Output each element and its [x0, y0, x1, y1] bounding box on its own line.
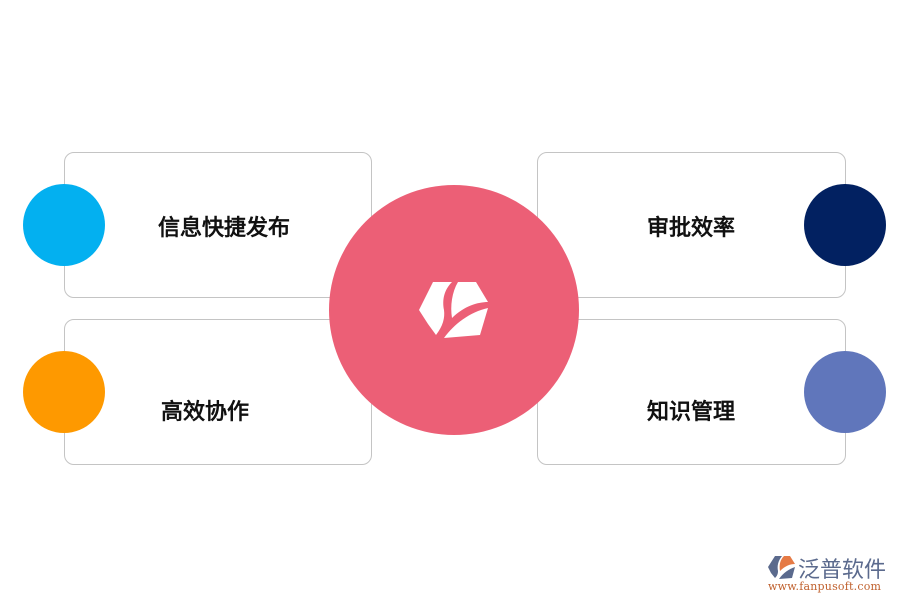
watermark-brand-name: 泛普软件 [798, 558, 887, 583]
card-knowledge-management [537, 319, 846, 465]
center-hub [329, 185, 579, 435]
dot-orange [23, 351, 105, 433]
label-collaboration: 高效协作 [161, 400, 250, 425]
label-approval-efficiency: 审批效率 [647, 216, 736, 241]
fanpu-watermark-logo-icon [768, 556, 795, 579]
fanpu-logo-icon [419, 282, 488, 338]
label-info-publish: 信息快捷发布 [158, 216, 291, 241]
card-collaboration [64, 319, 372, 465]
watermark-url: www.fanpusoft.com [768, 580, 882, 593]
dot-blue [23, 184, 105, 266]
dot-navy [804, 184, 886, 266]
watermark: 泛普软件 www.fanpusoft.com [768, 552, 893, 594]
card-info-publish [64, 152, 372, 298]
dot-periwinkle [804, 351, 886, 433]
label-knowledge-management: 知识管理 [647, 400, 736, 425]
card-approval-efficiency [537, 152, 846, 298]
